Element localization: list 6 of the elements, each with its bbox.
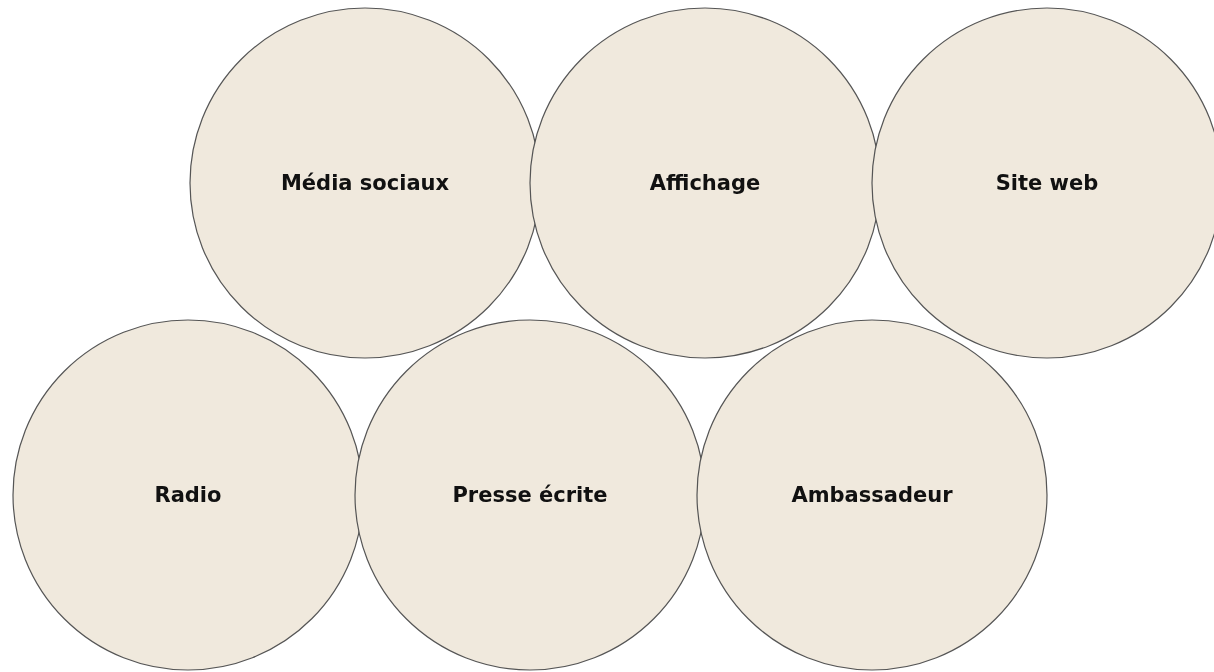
circle-label: Affichage: [649, 171, 761, 195]
circle-label: Média sociaux: [280, 171, 450, 195]
circle-label: Ambassadeur: [791, 483, 953, 507]
circle-label: Presse écrite: [452, 483, 608, 507]
circle-label: Radio: [154, 483, 222, 507]
circle-label: Site web: [995, 171, 1099, 195]
